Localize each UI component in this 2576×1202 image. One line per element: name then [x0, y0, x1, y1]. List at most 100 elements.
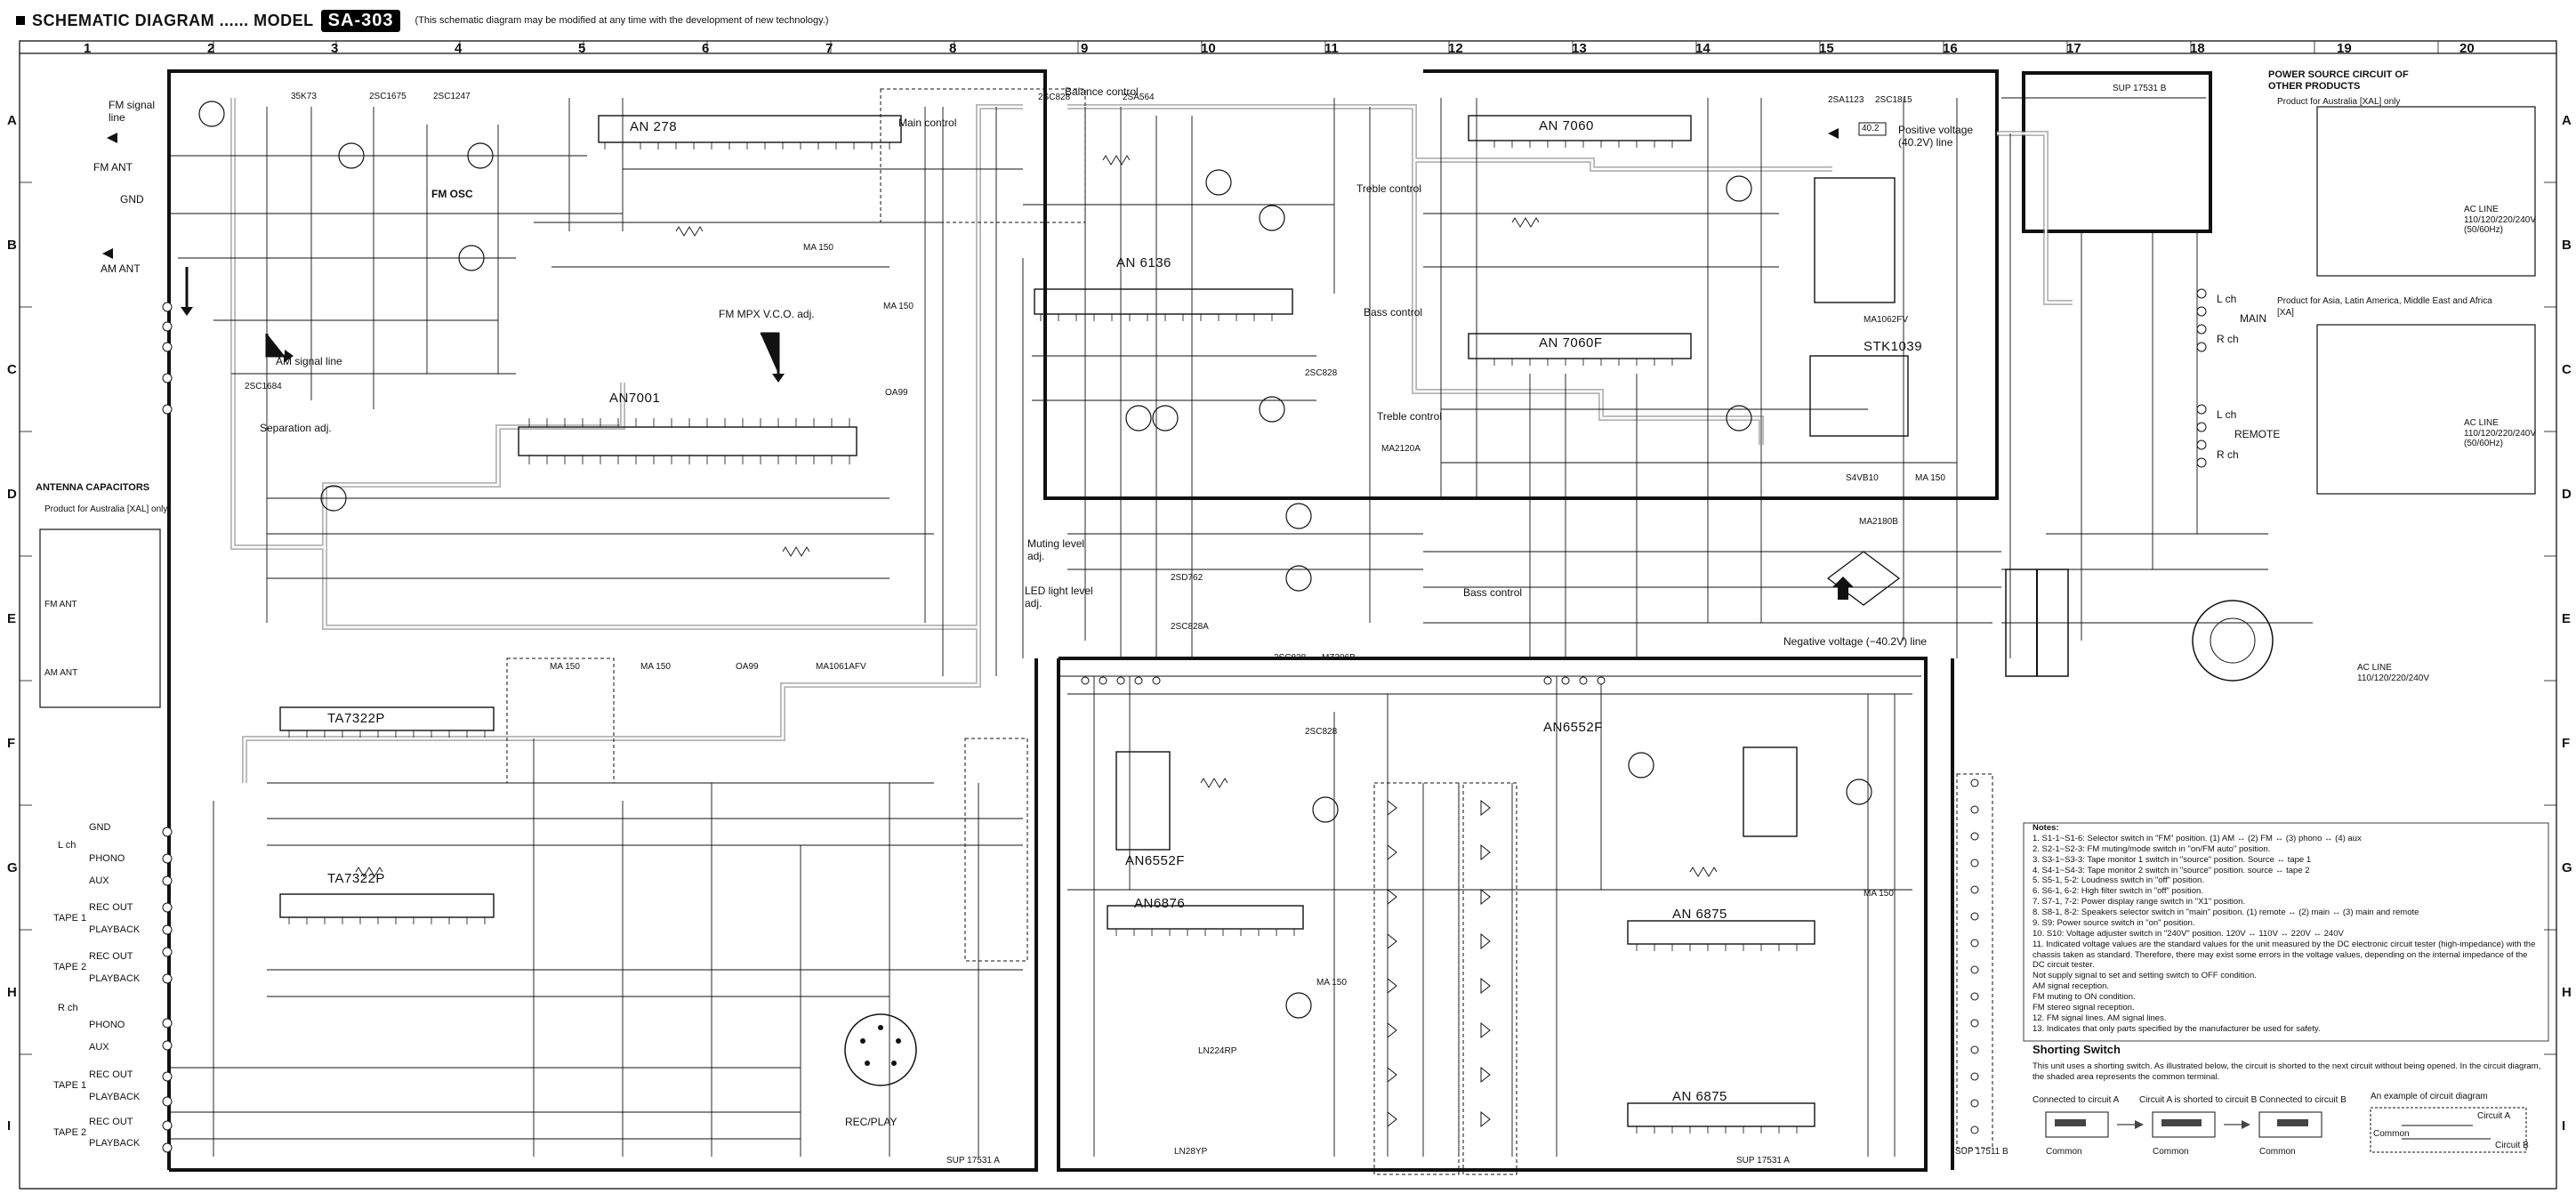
note-item: 12. FM signal lines. AM signal lines.	[2033, 1012, 2167, 1023]
part-label: MA 150	[803, 243, 833, 253]
ic-an7001: AN7001	[609, 391, 661, 406]
part-label: 2SC828	[1305, 727, 1338, 737]
ic-an6876: AN6876	[1134, 896, 1186, 911]
row-label: F	[7, 736, 16, 751]
note-item: 5. S5-1, 5-2: Loudness switch in "off" p…	[2033, 875, 2204, 886]
part-label: MA2180B	[1859, 517, 1898, 527]
part-label: LN224RP	[1198, 1046, 1237, 1056]
part-label: MZ306B	[1322, 653, 1356, 663]
col-label: 15	[1819, 41, 1834, 56]
row-label: G	[2562, 860, 2572, 875]
ic-an6552f-1: AN6552F	[1125, 853, 1185, 868]
col-label: 10	[1201, 41, 1216, 56]
col-label: 1	[84, 41, 92, 56]
col-label: 18	[2190, 41, 2205, 56]
note-item: 1. S1-1~S1-6: Selector switch in "FM" po…	[2033, 833, 2362, 843]
separation-adj-label: Separation adj.	[260, 422, 332, 434]
jack-rec-out: REC OUT	[89, 1069, 133, 1080]
part-label: 2SC828	[1038, 93, 1071, 102]
am-ant-terminal: AM ANT	[101, 262, 141, 275]
part-label: MA 150	[550, 662, 580, 672]
jack-tape1: TAPE 1	[53, 913, 87, 924]
bass-control-label-2: Bass control	[1463, 586, 1523, 599]
col-label: 4	[455, 41, 463, 56]
row-label: H	[7, 985, 17, 1000]
row-label: I	[7, 1118, 12, 1133]
jack-l-ch: L ch	[58, 840, 76, 851]
shorting-label-b: Connected to circuit B	[2259, 1095, 2347, 1105]
row-label: H	[2562, 985, 2572, 1000]
antenna-caps-title: ANTENNA CAPACITORS	[36, 482, 150, 493]
ac-line-main: AC LINE 110/120/220/240V	[2357, 663, 2430, 683]
row-label: D	[7, 487, 17, 502]
shorting-circuit-b: Circuit B	[2495, 1141, 2529, 1150]
note-item: FM muting to ON condition.	[2033, 992, 2136, 1002]
note-item: 7. S7-1, 7-2: Power display range switch…	[2033, 897, 2246, 908]
sup-label: SUP 17511 B	[1955, 1147, 2008, 1157]
voltage-value: 40.2	[1862, 124, 1880, 133]
note-item: AM signal reception.	[2033, 981, 2110, 992]
note-item: FM stereo signal reception.	[2033, 1002, 2135, 1012]
part-label: MA1061AFV	[816, 662, 866, 672]
row-label: A	[2562, 113, 2572, 128]
title-bullet-icon	[16, 16, 25, 25]
shorting-common: Common	[2373, 1129, 2410, 1139]
part-label: 2SC1815	[1875, 95, 1912, 105]
row-label: B	[7, 238, 17, 253]
sup-label: SUP 17531 B	[2113, 84, 2167, 93]
shorting-circuit-a: Circuit A	[2477, 1111, 2511, 1121]
row-label: E	[7, 611, 17, 626]
shorting-switch-text: This unit uses a shorting switch. As ill…	[2033, 1061, 2541, 1082]
am-signal-line-label: AM signal line	[276, 355, 342, 367]
jack-playback: PLAYBACK	[89, 924, 141, 935]
jack-aux: AUX	[89, 1042, 109, 1053]
fm-osc-label: FM OSC	[431, 188, 473, 200]
balance-control-label: Balance control	[1065, 85, 1139, 98]
note-item: 2. S2-1~S2-3: FM muting/mode switch in "…	[2033, 843, 2271, 854]
jack-rec-out: REC OUT	[89, 1117, 133, 1127]
col-label: 20	[2459, 41, 2475, 56]
rec-play-label: REC/PLAY	[845, 1116, 898, 1128]
speaker-remote-l: L ch	[2217, 408, 2237, 421]
part-label: OA99	[885, 388, 908, 398]
antenna-caps-fm: FM ANT	[44, 600, 77, 609]
speaker-remote-r: R ch	[2217, 448, 2239, 461]
ic-an6875-2: AN 6875	[1672, 1089, 1727, 1104]
note-item: 6. S6-1, 6-2: High filter switch in "off…	[2033, 886, 2203, 897]
row-label: F	[2562, 736, 2571, 751]
col-label: 5	[578, 41, 586, 56]
gnd-terminal: GND	[120, 193, 144, 206]
fm-ant-terminal: FM ANT	[93, 161, 133, 173]
speaker-main: MAIN	[2240, 312, 2266, 325]
negative-voltage-label: Negative voltage (−40.2V) line	[1783, 635, 1928, 648]
power-source-sub2: Product for Asia, Latin America, Middle …	[2277, 296, 2492, 318]
col-label: 3	[331, 41, 339, 56]
treble-control-label-2: Treble control	[1377, 410, 1442, 423]
muting-level-label: Muting level adj.	[1027, 537, 1085, 562]
power-source-title: POWER SOURCE CIRCUIT OF OTHER PRODUCTS	[2268, 69, 2409, 92]
note-item: 11. Indicated voltage values are the sta…	[2033, 939, 2536, 971]
shorting-label-a: Connected to circuit A	[2033, 1095, 2120, 1105]
part-label: 2SA564	[1123, 93, 1155, 102]
shorting-example: An example of circuit diagram	[2371, 1092, 2488, 1101]
speaker-main-r: R ch	[2217, 333, 2239, 345]
note-item: 4. S4-1~S4-3: Tape monitor 2 switch in "…	[2033, 865, 2310, 875]
title-bar: SCHEMATIC DIAGRAM ...... MODEL SA-303 (T…	[16, 7, 829, 34]
part-label: MA 150	[1915, 473, 1945, 483]
power-source-ac1: AC LINE 110/120/220/240V (50/60Hz)	[2464, 205, 2537, 235]
col-label: 8	[949, 41, 957, 56]
power-source-ac2: AC LINE 110/120/220/240V (50/60Hz)	[2464, 418, 2537, 448]
col-label: 7	[825, 41, 833, 56]
part-label: 2SC1684	[245, 382, 282, 391]
shorting-common: Common	[2046, 1147, 2082, 1157]
ic-ta7322p-2: TA7322P	[327, 871, 385, 886]
shorting-switch-title: Shorting Switch	[2033, 1043, 2121, 1056]
note-item: 13. Indicates that only parts specified …	[2033, 1023, 2321, 1034]
positive-voltage-label: Positive voltage (40.2V) line	[1898, 124, 1974, 149]
note-item: Not supply signal to set and setting swi…	[2033, 971, 2257, 981]
ic-an7060f: AN 7060F	[1539, 335, 1603, 351]
ic-an278: AN 278	[630, 119, 678, 134]
jack-playback: PLAYBACK	[89, 1138, 141, 1149]
row-label: A	[7, 113, 17, 128]
bass-control-label-1: Bass control	[1364, 306, 1423, 319]
